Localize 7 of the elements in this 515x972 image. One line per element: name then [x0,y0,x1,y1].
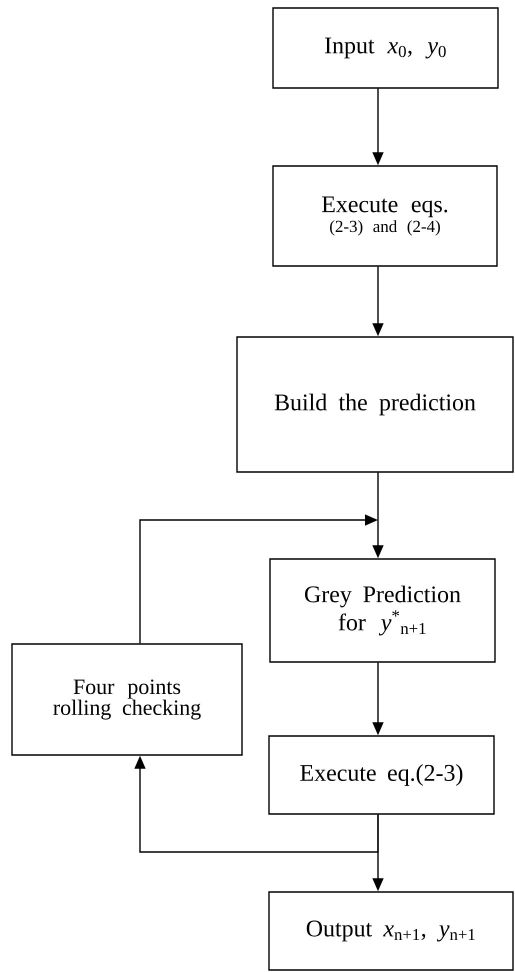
process-box: Input x$_{0}$, y$_{0}$ [272,7,499,89]
process-box: Execute eqs. (2-3) and (2-4) [272,165,498,267]
process-box: Build the prediction [236,336,514,473]
process-box: Four points rolling checking [11,643,243,756]
process-box: Grey Prediction for y$^{*}$n+1 [269,558,496,663]
process-box: Execute eq.(2-3) [268,735,495,815]
process-box: Output x$_{n+1}$, y$_{n+1}$ [268,891,514,971]
